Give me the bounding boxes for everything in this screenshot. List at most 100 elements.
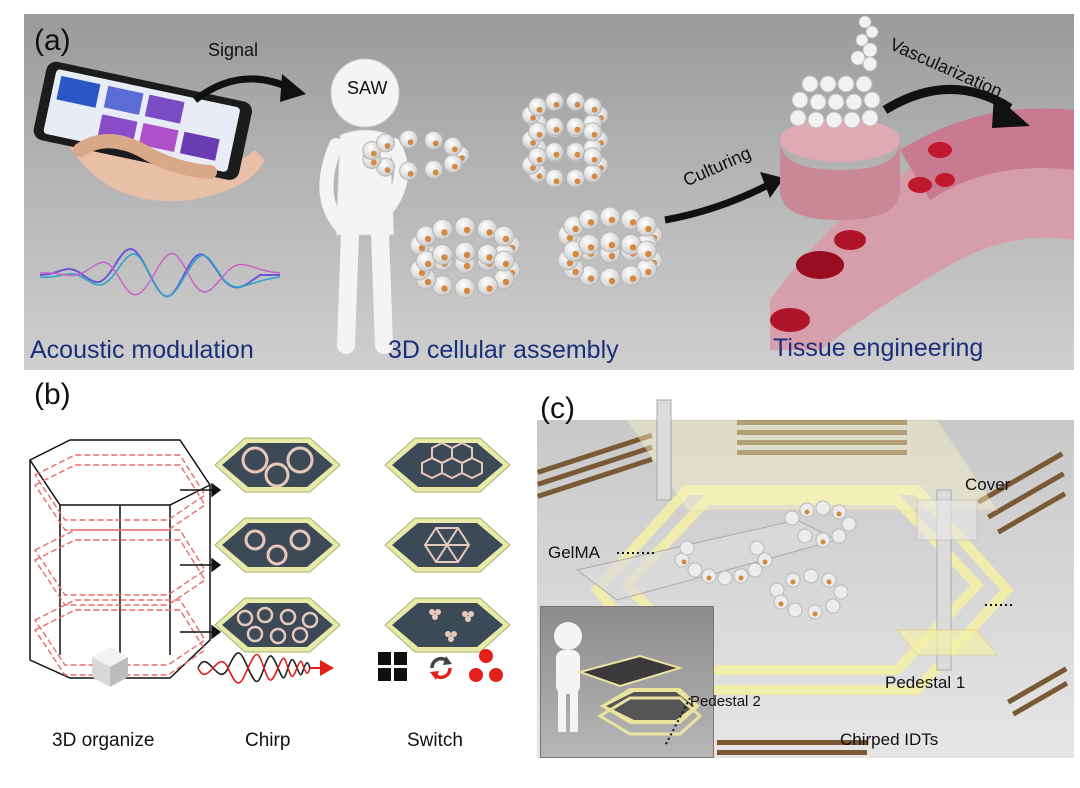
cell-sphere xyxy=(566,142,586,162)
cell-nucleus xyxy=(608,241,616,249)
acoustic-wave-icon xyxy=(39,248,281,298)
cell-nucleus xyxy=(432,169,439,176)
cell-nucleus xyxy=(502,260,510,268)
cell-nucleus xyxy=(591,131,598,138)
cell-nucleus xyxy=(553,151,560,158)
device-assembly-illustration xyxy=(537,399,1069,755)
cell-sphere xyxy=(583,163,603,183)
cell-nucleus xyxy=(608,216,616,224)
cell-nucleus xyxy=(463,287,471,295)
blood-vessel-illustration xyxy=(770,108,1074,350)
cell-sphere xyxy=(454,216,476,238)
cube-icon xyxy=(92,647,128,687)
vascularization-arrow-icon xyxy=(882,85,1030,128)
caption-acoustic-modulation: Acoustic modulation xyxy=(30,336,254,364)
cell-nucleus xyxy=(502,235,510,243)
cell-nucleus xyxy=(536,156,543,163)
cell-nucleus xyxy=(553,178,560,185)
cell-sphere xyxy=(527,147,547,167)
chirped-idts-label: Chirped IDTs xyxy=(840,730,939,749)
cell-sphere xyxy=(635,215,657,237)
cell-sphere xyxy=(443,136,463,156)
cell-sphere xyxy=(578,208,600,230)
chirp-wave-icon xyxy=(197,652,334,684)
pedestal-2-label: Pedestal 2 xyxy=(690,693,761,710)
cell-sphere xyxy=(454,277,476,299)
cell-sphere xyxy=(544,92,564,112)
cell-nucleus xyxy=(486,254,493,261)
cell-nucleus xyxy=(424,278,432,286)
cell-nucleus xyxy=(424,235,432,243)
cell-nucleus xyxy=(572,225,579,233)
cell-sphere xyxy=(399,161,419,181)
cell-nucleus xyxy=(608,252,616,260)
cell-nucleus xyxy=(530,165,536,171)
cell-nucleus xyxy=(536,173,543,180)
cell-sphere xyxy=(477,275,498,297)
cell-sphere xyxy=(399,129,419,149)
cell-nucleus xyxy=(384,167,391,173)
cell-sphere xyxy=(583,122,603,142)
cell-sphere xyxy=(424,160,444,180)
cell-nucleus xyxy=(587,219,595,226)
cell-nucleus xyxy=(418,269,426,277)
chirp-chip-stack xyxy=(214,437,341,653)
cell-nucleus xyxy=(424,260,432,268)
cell-nucleus xyxy=(407,170,414,177)
cell-nucleus xyxy=(370,150,377,157)
cell-nucleus xyxy=(553,126,560,133)
cell-nucleus xyxy=(441,285,448,292)
cell-nucleus xyxy=(587,275,595,282)
three-dots-icon xyxy=(469,649,503,682)
cell-sphere xyxy=(443,154,463,174)
panel-a-label: (a) xyxy=(34,24,71,57)
cell-nucleus xyxy=(629,219,637,226)
cell-sphere xyxy=(544,117,564,137)
cell-nucleus xyxy=(566,234,574,242)
panel-c-label: (c) xyxy=(540,392,575,425)
caption-switch: Switch xyxy=(407,730,463,751)
cell-sphere xyxy=(493,250,515,272)
cell-sphere xyxy=(544,168,564,188)
cell-nucleus xyxy=(572,268,579,276)
cell-sphere xyxy=(424,130,444,150)
cell-nucleus xyxy=(370,159,377,166)
smartphone-illustration xyxy=(33,61,265,202)
cell-sphere xyxy=(566,117,586,137)
panel-b-label: (b) xyxy=(34,378,71,411)
cover-label: Cover xyxy=(965,475,1011,494)
cell-nucleus xyxy=(463,251,471,259)
cell-sphere xyxy=(566,168,586,188)
cell-nucleus xyxy=(574,151,581,158)
switch-chip-stack xyxy=(384,437,511,653)
cell-nucleus xyxy=(566,259,574,267)
cell-nucleus xyxy=(591,106,598,113)
refresh-icon xyxy=(430,656,452,680)
cell-sphere xyxy=(599,267,621,289)
cell-nucleus xyxy=(574,101,581,108)
culturing-arrow-icon xyxy=(664,172,784,224)
cell-sphere xyxy=(527,122,547,142)
cell-sphere xyxy=(599,231,621,253)
cell-nucleus xyxy=(574,126,581,133)
cell-sphere xyxy=(578,233,600,255)
cell-nucleus xyxy=(502,278,510,286)
cell-nucleus xyxy=(486,229,493,236)
signal-arrow-icon xyxy=(192,74,306,103)
cell-nucleus xyxy=(486,285,493,292)
cell-sphere xyxy=(566,92,586,112)
cell-assembly-illustration xyxy=(362,92,663,299)
cell-sphere xyxy=(432,218,453,240)
cell-nucleus xyxy=(530,140,536,146)
cell-sphere xyxy=(635,240,657,262)
caption-3d-cellular-assembly: 3D cellular assembly xyxy=(388,336,619,364)
cell-sphere xyxy=(599,206,621,228)
cell-nucleus xyxy=(645,225,652,233)
cell-nucleus xyxy=(418,244,426,252)
cell-nucleus xyxy=(574,178,581,185)
cell-nucleus xyxy=(536,106,543,113)
caption-tissue-engineering: Tissue engineering xyxy=(773,334,984,362)
cell-nucleus xyxy=(629,275,637,282)
cell-sphere xyxy=(376,133,396,153)
cell-nucleus xyxy=(530,115,536,121)
